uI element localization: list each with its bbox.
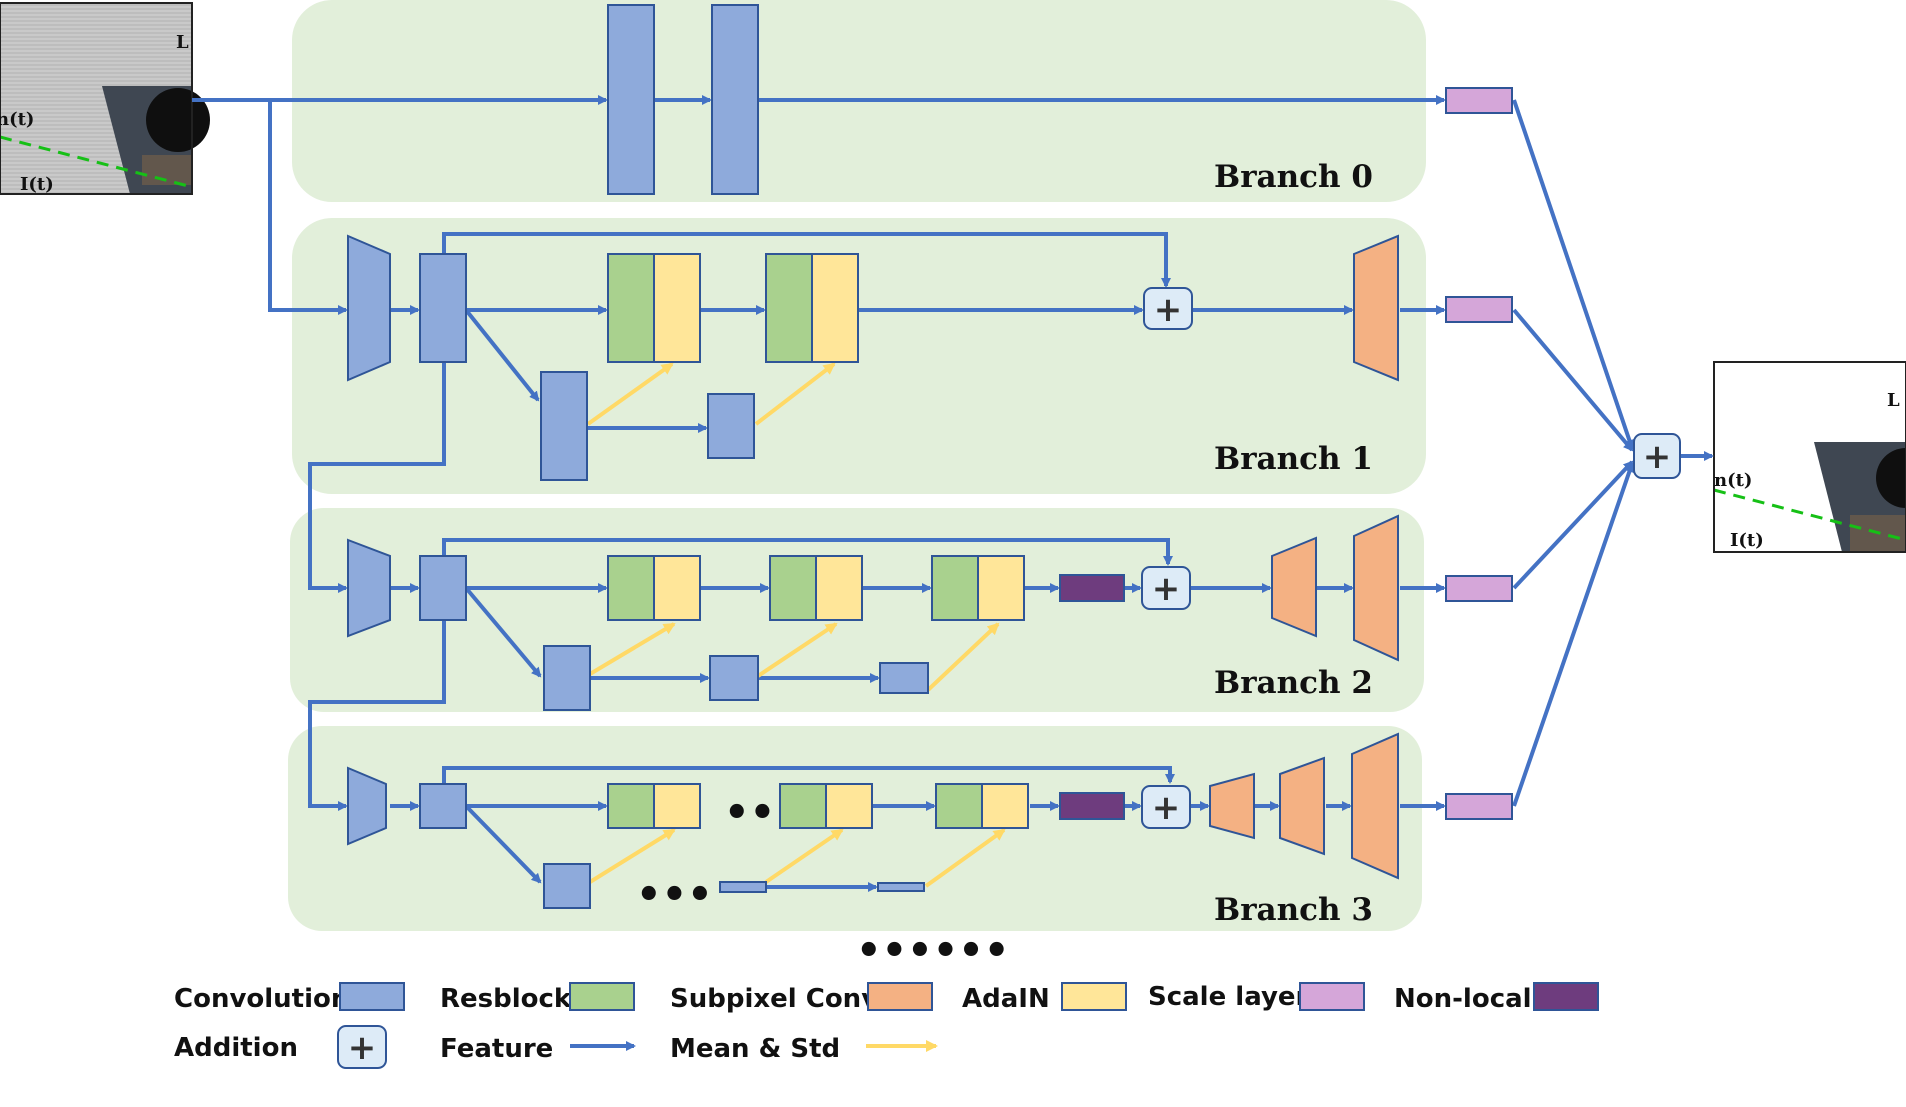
addition-symbol: + bbox=[348, 1028, 377, 1068]
addition-node: + bbox=[1143, 287, 1193, 330]
output-image: L n(t) I(t) bbox=[1713, 361, 1906, 553]
legend-scale-layer-label: Scale layer bbox=[1148, 982, 1309, 1012]
convolution-block bbox=[719, 881, 767, 893]
legend-scale-layer-swatch bbox=[1299, 982, 1365, 1011]
legend-addition-label: Addition bbox=[174, 1033, 298, 1063]
adain-block bbox=[653, 555, 701, 621]
adain-block bbox=[815, 555, 863, 621]
legend-resblock-label: Resblock bbox=[440, 984, 572, 1014]
resblock bbox=[779, 783, 827, 829]
adain-block bbox=[977, 555, 1025, 621]
legend-subpixel-conv-label: Subpixel Conv bbox=[670, 984, 878, 1014]
legend-subpixel-conv-swatch bbox=[867, 982, 933, 1011]
input-image-text-n: n(t) bbox=[0, 109, 34, 130]
convolution-block bbox=[711, 4, 759, 195]
subpixel-conv-block bbox=[1279, 756, 1325, 856]
adain-block bbox=[811, 253, 859, 363]
convolution-block bbox=[709, 655, 759, 701]
adain-block bbox=[653, 783, 701, 829]
more-branches-ellipsis: •••••• bbox=[856, 928, 1009, 974]
input-image-text-i: I(t) bbox=[20, 174, 54, 195]
non-local-block bbox=[1059, 792, 1125, 820]
scale-layer-block bbox=[1445, 296, 1513, 323]
input-image: L n(t) I(t) bbox=[0, 2, 210, 195]
output-image-text-n: n(t) bbox=[1714, 470, 1752, 491]
convolution-block bbox=[540, 371, 588, 481]
mean-std-connections bbox=[586, 362, 1006, 888]
legend-convolution-label: Convolution bbox=[174, 984, 349, 1014]
addition-symbol: + bbox=[1154, 290, 1183, 330]
legend-adain-swatch bbox=[1061, 982, 1127, 1011]
convolution-block bbox=[607, 4, 655, 195]
subpixel-conv-block bbox=[1351, 732, 1399, 880]
resblock bbox=[765, 253, 813, 363]
convolution-block bbox=[707, 393, 755, 459]
legend-addition-swatch: + bbox=[337, 1025, 387, 1069]
final-addition-node: + bbox=[1633, 433, 1681, 479]
legend-convolution-swatch bbox=[339, 982, 405, 1011]
convolution-block bbox=[543, 863, 591, 909]
convolution-block bbox=[419, 253, 467, 363]
convolution-block bbox=[543, 645, 591, 711]
subpixel-conv-block bbox=[1353, 234, 1399, 382]
resblock bbox=[931, 555, 979, 621]
addition-symbol: + bbox=[1643, 437, 1672, 477]
addition-symbol: + bbox=[1152, 569, 1181, 609]
legend-mean-std-label: Mean & Std bbox=[670, 1034, 840, 1064]
convolution-downsample-block bbox=[347, 538, 391, 638]
resblock bbox=[607, 783, 655, 829]
scale-layer-block bbox=[1445, 793, 1513, 820]
convolution-block bbox=[877, 882, 925, 892]
resblock bbox=[935, 783, 983, 829]
adain-block bbox=[981, 783, 1029, 829]
legend-non-local-label: Non-local bbox=[1394, 984, 1532, 1014]
resblock bbox=[607, 555, 655, 621]
convolution-block bbox=[419, 555, 467, 621]
addition-symbol: + bbox=[1152, 788, 1181, 828]
branch-1-label: Branch 1 bbox=[1214, 441, 1373, 477]
scale-layer-block bbox=[1445, 575, 1513, 602]
convolution-downsample-block bbox=[347, 234, 391, 382]
addition-node: + bbox=[1141, 566, 1191, 610]
resblock bbox=[607, 253, 655, 363]
subpixel-conv-block bbox=[1271, 536, 1317, 638]
resblock bbox=[769, 555, 817, 621]
legend-resblock-swatch bbox=[569, 982, 635, 1011]
feature-connections bbox=[192, 95, 1714, 892]
addition-node: + bbox=[1141, 785, 1191, 829]
non-local-block bbox=[1059, 574, 1125, 602]
subpixel-conv-block bbox=[1353, 514, 1399, 662]
legend-feature-label: Feature bbox=[440, 1034, 553, 1064]
input-image-text-l: L bbox=[176, 32, 189, 53]
output-image-text-l: L bbox=[1887, 390, 1900, 411]
branch-2-label: Branch 2 bbox=[1214, 665, 1373, 701]
branch-3-lower-ellipsis: ••• bbox=[636, 872, 713, 918]
convolution-block bbox=[419, 783, 467, 829]
scale-layer-block bbox=[1445, 87, 1513, 114]
branch-3-label: Branch 3 bbox=[1214, 892, 1373, 928]
legend: Convolution Resblock Subpixel Conv AdaIN… bbox=[174, 982, 1599, 1069]
convolution-block bbox=[879, 662, 929, 694]
legend-adain-label: AdaIN bbox=[962, 984, 1050, 1014]
convolution-downsample-block bbox=[347, 766, 387, 846]
adain-block bbox=[825, 783, 873, 829]
adain-block bbox=[653, 253, 701, 363]
output-image-text-i: I(t) bbox=[1730, 530, 1764, 551]
legend-non-local-swatch bbox=[1533, 982, 1599, 1011]
subpixel-conv-block bbox=[1209, 772, 1255, 840]
branch-0-label: Branch 0 bbox=[1214, 159, 1373, 195]
